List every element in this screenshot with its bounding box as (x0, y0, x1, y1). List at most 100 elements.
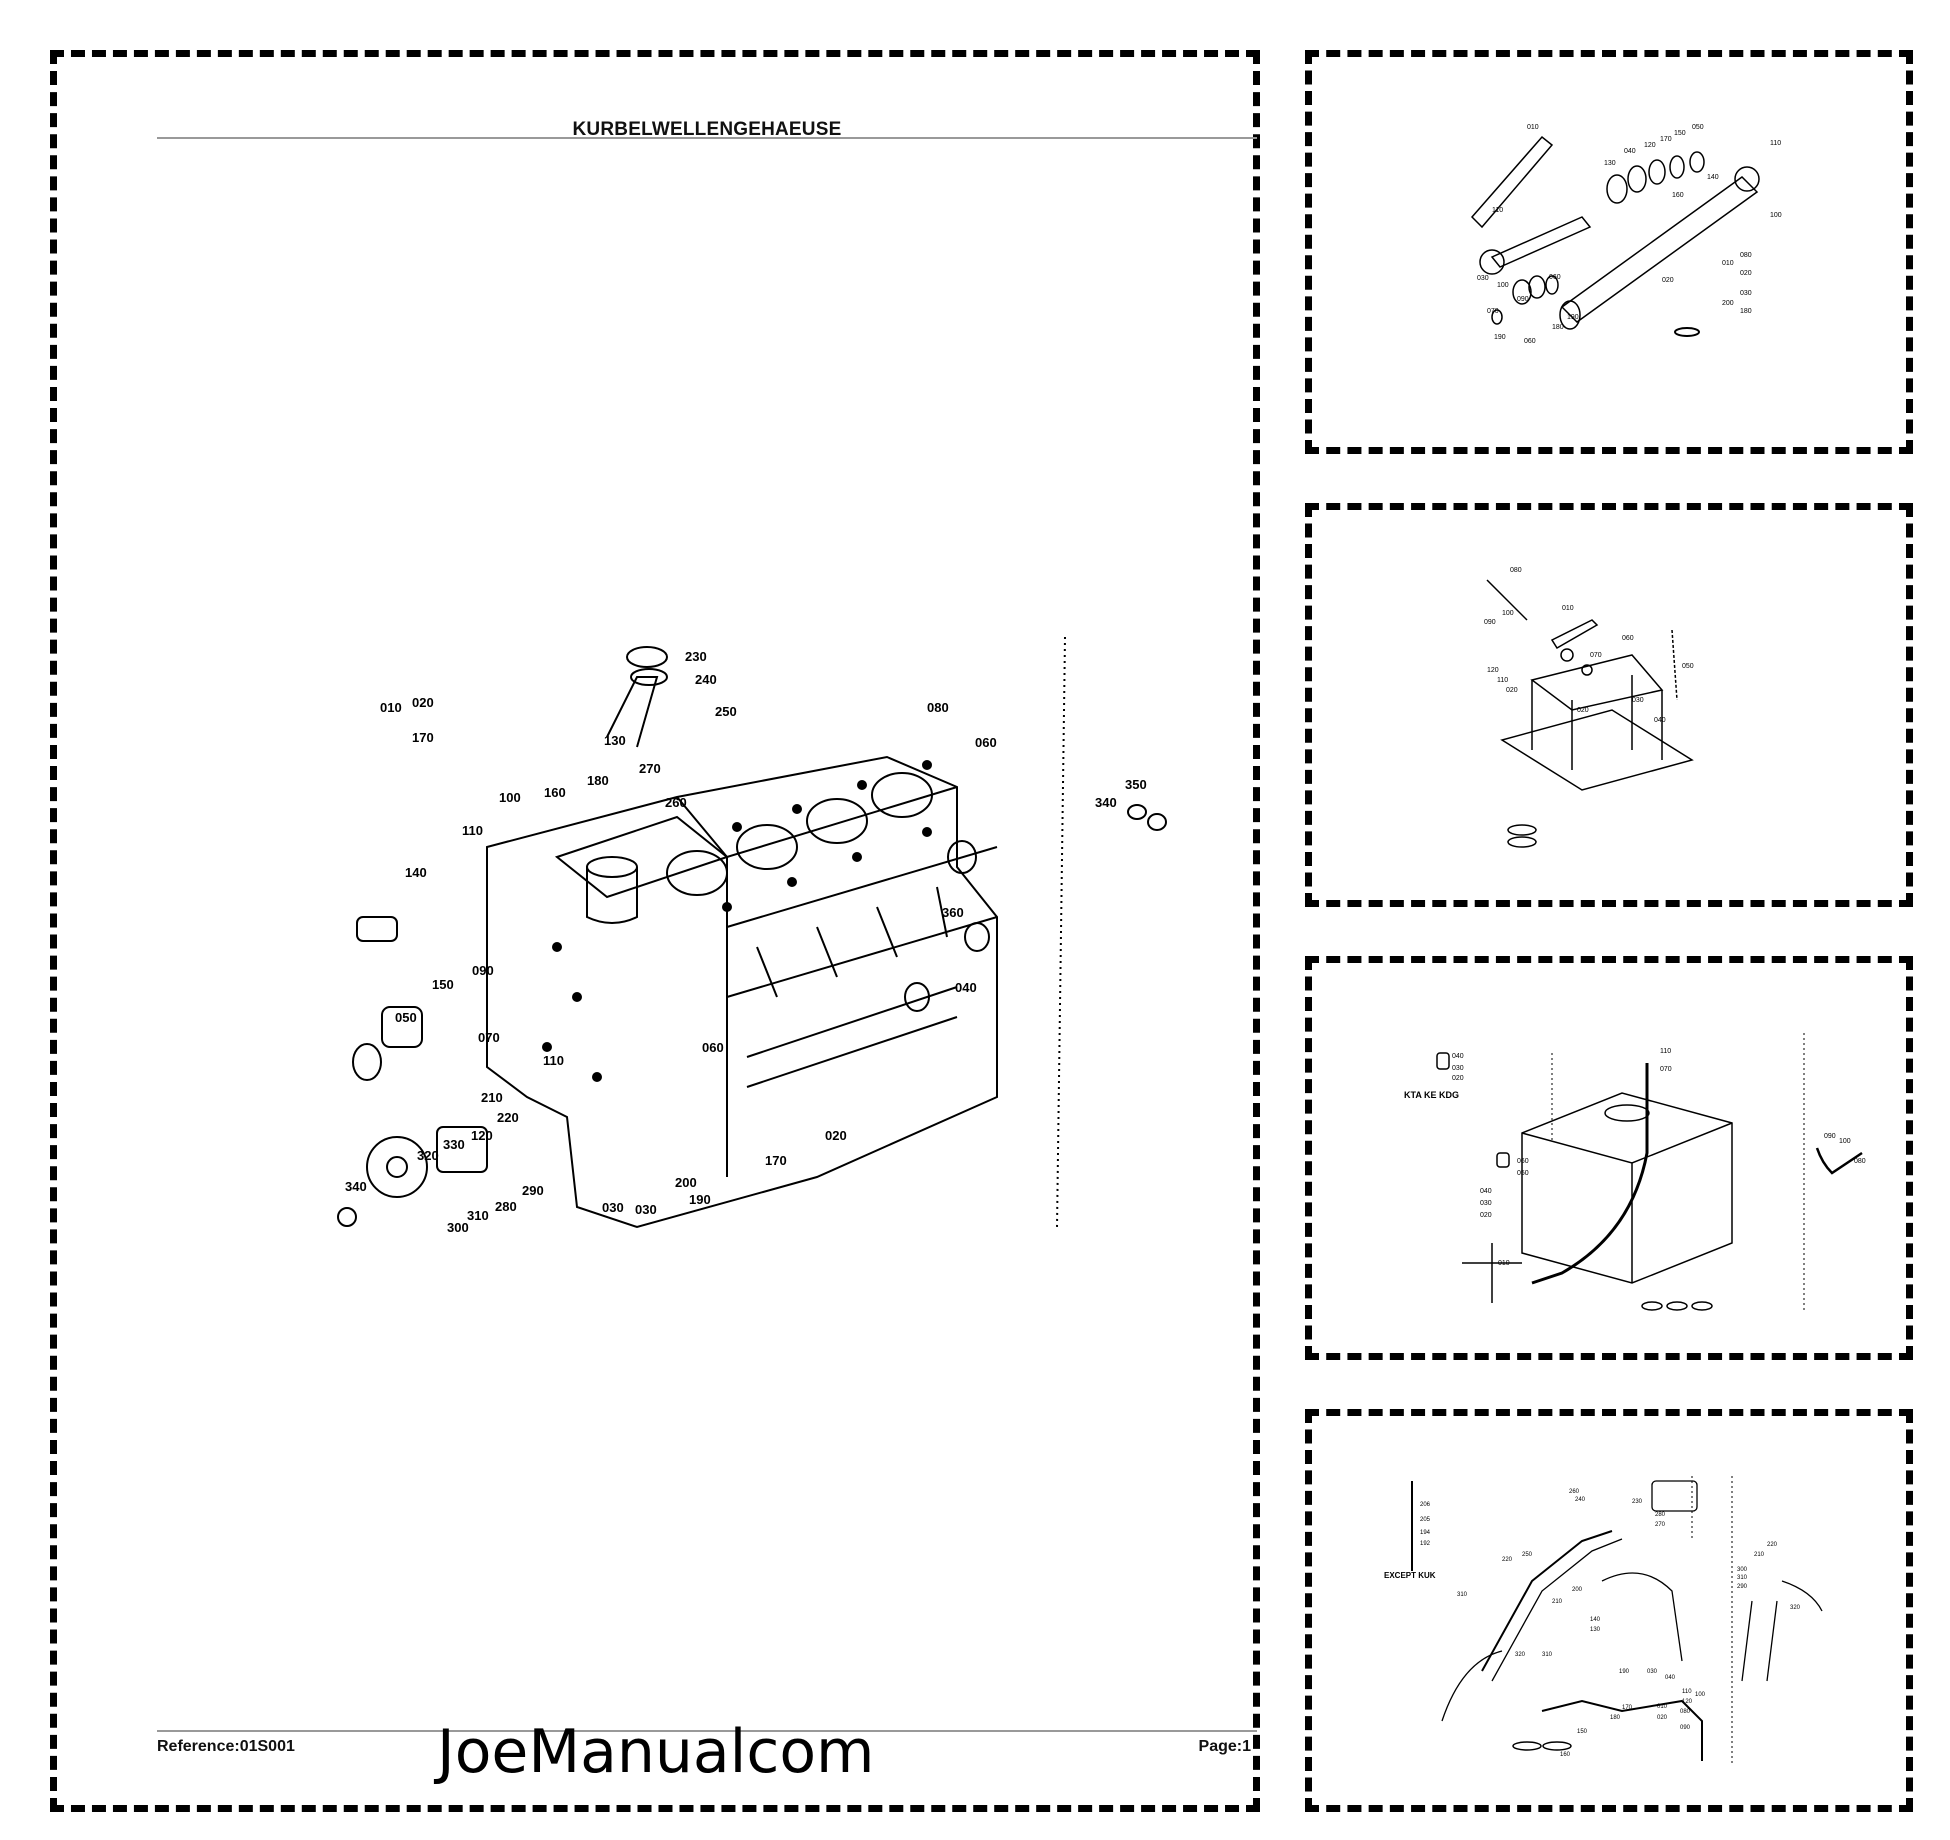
callout: 080 (1854, 1158, 1866, 1165)
callout: 060 (1517, 1158, 1529, 1165)
callout: 120 (471, 1128, 493, 1143)
callout: 350 (1125, 777, 1147, 792)
callout: 190 (689, 1192, 711, 1207)
callout: 140 (1707, 174, 1719, 181)
callout: 060 (1549, 274, 1561, 281)
callout: 060 (1524, 338, 1536, 345)
callout: 170 (412, 730, 434, 745)
callout: 310 (1737, 1575, 1748, 1581)
callout: 030 (1632, 697, 1644, 704)
callout: 040 (1654, 717, 1666, 724)
callout: 140 (405, 865, 427, 880)
callout: 010 (1527, 124, 1539, 131)
page-title: KURBELWELLENGEHAEUSE (572, 119, 842, 140)
callout: 130 (1604, 160, 1616, 167)
callout: 010 (380, 700, 402, 715)
callout: 040 (955, 980, 977, 995)
callout: 020 (1577, 707, 1589, 714)
callout: 120 (1487, 667, 1499, 674)
callout: 110 (1682, 1689, 1692, 1695)
callout: 240 (695, 672, 717, 687)
callout: 020 (1480, 1212, 1492, 1219)
callout: 130 (1590, 1627, 1601, 1633)
callout: 192 (1420, 1541, 1431, 1547)
callout: 110 (1492, 207, 1503, 214)
footer-rule (157, 1730, 1257, 1732)
callout: 190 (1619, 1669, 1630, 1675)
cylinder-diagram: 010 050 150 170 120 040 130 140 160 110 … (1470, 124, 1782, 345)
callout: 020 (1657, 1715, 1668, 1721)
callout: 210 (1754, 1552, 1765, 1558)
callout: 030 (1452, 1065, 1464, 1072)
callout: 030 (602, 1200, 624, 1215)
callout: 160 (544, 785, 566, 800)
callout: 030 (635, 1202, 657, 1217)
callout: 040 (1665, 1675, 1676, 1681)
callout: 340 (345, 1179, 367, 1194)
callout: 280 (495, 1199, 517, 1214)
callout: 080 (1680, 1709, 1691, 1715)
callout: 040 (1624, 148, 1636, 155)
callout: 180 (587, 773, 609, 788)
callout: 120 (1644, 142, 1656, 149)
callout: 070 (478, 1030, 500, 1045)
callout: 320 (417, 1148, 439, 1163)
callout: 060 (1622, 635, 1634, 642)
callout: 205 (1420, 1517, 1431, 1523)
callout: 230 (1632, 1499, 1643, 1505)
variant-label: EXCEPT KUK (1384, 1571, 1436, 1580)
thumbnail-fuel-tank[interactable]: 040 030 020 110 070 090 100 080 060 050 … (1305, 956, 1913, 1360)
callout: 080 (1510, 567, 1522, 574)
variant-label: KTA KE KDG (1404, 1090, 1459, 1100)
callout: 100 (1502, 610, 1514, 617)
callout: 110 (1497, 677, 1508, 684)
callout: 110 (543, 1053, 564, 1068)
callout: 320 (1790, 1605, 1801, 1611)
callout: 060 (702, 1040, 724, 1055)
thumbnail-frame-linkage[interactable]: 080 100 090 010 060 070 050 120 110 020 … (1305, 503, 1913, 907)
callout: 030 (1477, 275, 1489, 282)
callout: 010 (1562, 605, 1574, 612)
callout: 206 (1420, 1502, 1431, 1508)
callout: 050 (395, 1010, 417, 1025)
callout: 300 (447, 1220, 469, 1235)
callout: 360 (942, 905, 964, 920)
callout: 150 (1577, 1729, 1588, 1735)
callout: 310 (1457, 1592, 1468, 1598)
callout: 110 (1770, 140, 1781, 147)
thumbnail-hydraulic-piping[interactable]: 206 205 194 192 260 240 230 280 270 220 … (1305, 1409, 1913, 1812)
callout: 200 (1722, 300, 1734, 307)
page-number: Page:1 (1198, 1738, 1251, 1755)
callout: 070 (1590, 652, 1602, 659)
thumbnail-hydraulic-cylinder[interactable]: 010 050 150 170 120 040 130 140 160 110 … (1305, 50, 1913, 454)
callout: 090 (1484, 619, 1496, 626)
callout: 160 (1672, 192, 1684, 199)
callout: 140 (1590, 1617, 1601, 1623)
callout: 210 (1552, 1599, 1563, 1605)
callout: 050 (1692, 124, 1704, 131)
callout: 250 (1522, 1552, 1533, 1558)
callout: 100 (1839, 1138, 1851, 1145)
callout: 180 (1740, 308, 1752, 315)
callout: 310 (1542, 1652, 1553, 1658)
callout: 090 (1517, 296, 1529, 303)
callout: 020 (825, 1128, 847, 1143)
callout: 120 (1682, 1699, 1693, 1705)
callout: 060 (975, 735, 997, 750)
callout: 090 (1680, 1725, 1691, 1731)
callout: 010 (1722, 260, 1734, 267)
header-rule (157, 137, 1257, 139)
main-page-panel[interactable]: KURBELWELLENGEHAEUSE (50, 50, 1260, 1812)
callout: 220 (1502, 1557, 1513, 1563)
callout: 270 (639, 761, 661, 776)
callout: 040 (1480, 1188, 1492, 1195)
frame-diagram: 080 100 090 010 060 070 050 120 110 020 … (1484, 567, 1694, 848)
callout: 220 (1767, 1542, 1778, 1548)
callout: 150 (1674, 130, 1686, 137)
callout: 250 (715, 704, 737, 719)
callout: 070 (1487, 308, 1499, 315)
callout: 030 (1647, 1669, 1658, 1675)
callout: 050 (1682, 663, 1694, 670)
callout: 080 (1740, 252, 1752, 259)
callout: 150 (432, 977, 454, 992)
